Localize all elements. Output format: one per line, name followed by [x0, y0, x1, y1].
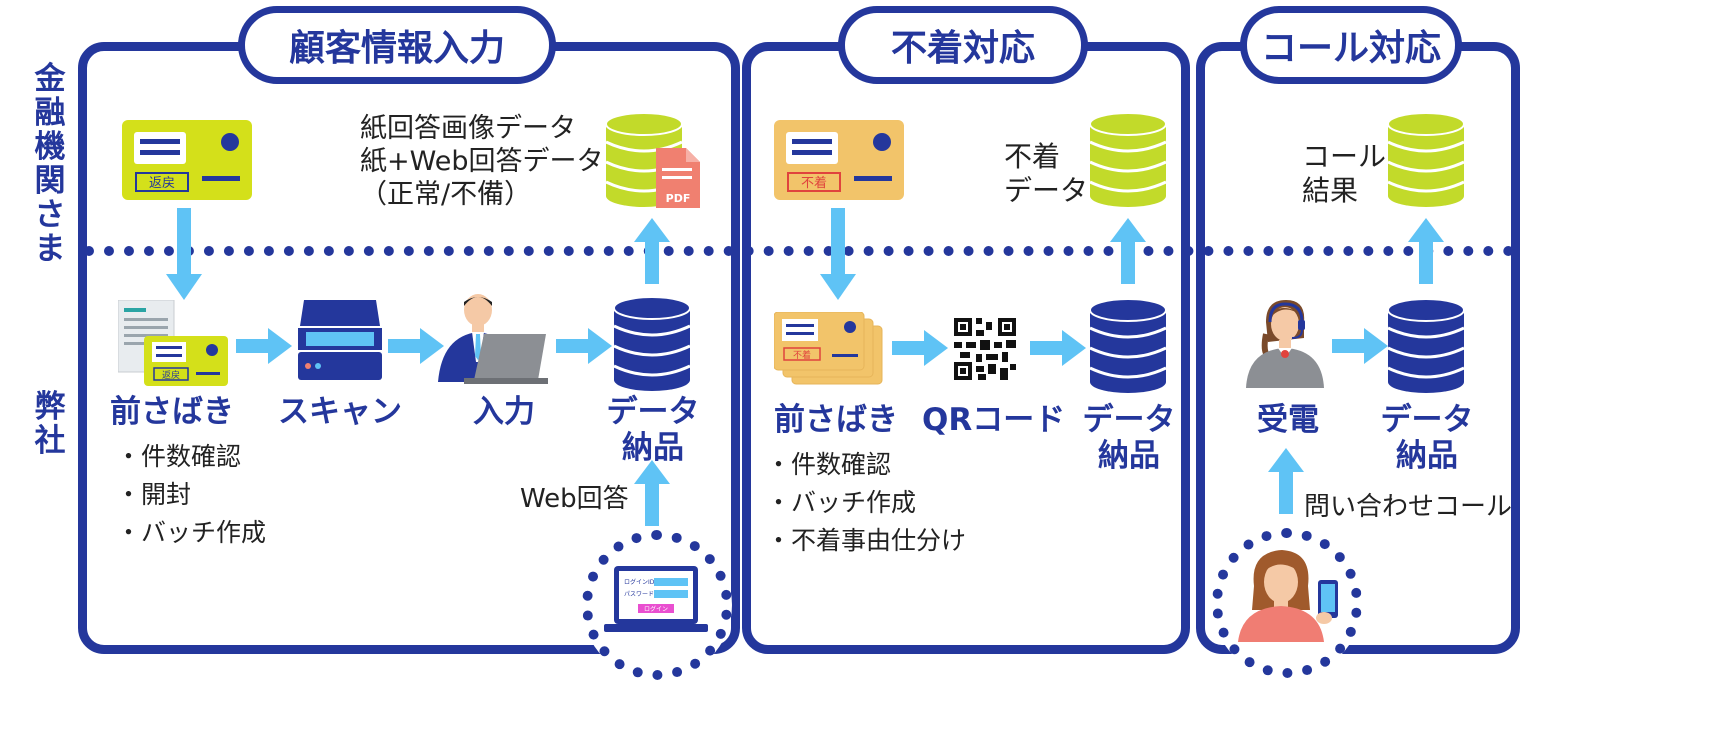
company-side-label: 弊社	[34, 389, 66, 459]
bullet-item: ・件数確認	[766, 450, 892, 479]
deliver-line-2: 納品	[1098, 438, 1160, 474]
call-result-line-2: 結果	[1302, 174, 1359, 207]
operator-icon	[438, 294, 548, 384]
deliver-line-1: データ	[1380, 402, 1474, 438]
deliver-line-2: 納品	[1396, 438, 1458, 474]
not-delivered-line-2: データ	[1004, 174, 1089, 207]
arrow-up	[634, 218, 670, 284]
arrow-up	[1110, 218, 1146, 284]
arrow-right	[236, 328, 292, 364]
not-delivered-line-1: 不着	[1004, 140, 1061, 173]
qr-code-icon	[954, 318, 1016, 380]
deliver-label: データ 納品	[1372, 402, 1482, 474]
arrow-right	[556, 328, 612, 364]
output-data-label: 紙回答画像データ 紙+Web回答データ （正常/不備）	[360, 112, 604, 211]
arrow-down	[820, 208, 856, 300]
database-icon	[1386, 112, 1466, 208]
call-result-label: コール 結果	[1302, 140, 1386, 208]
bullet-item: ・バッチ作成	[766, 488, 917, 517]
presorting-bullet-list: ・件数確認 ・開封 ・バッチ作成	[116, 438, 266, 552]
not-delivered-card-icon: 不着	[774, 120, 904, 200]
arrow-right	[892, 330, 948, 366]
scanner-icon	[298, 300, 382, 380]
arrow-up	[634, 460, 670, 526]
output-line-2: 紙+Web回答データ	[360, 146, 604, 177]
laptop-field1-label: ログインID	[624, 578, 655, 586]
return-stamp-text: 返戻	[149, 176, 175, 191]
database-icon	[1088, 112, 1168, 208]
deliver-line-1: データ	[1082, 402, 1176, 438]
deliver-line-2: 納品	[622, 430, 684, 466]
bullet-item: ・件数確認	[116, 442, 242, 471]
database-icon	[1088, 298, 1168, 394]
output-line-3: （正常/不備）	[360, 179, 532, 210]
not-delivered-stamp-text: 不着	[801, 175, 827, 191]
step-presorting-label: 前さばき	[774, 402, 898, 438]
step-presorting-label: 前さばき	[110, 394, 234, 430]
deliver-label: データ 納品	[598, 394, 708, 466]
client-side-label: 金融機関さま	[34, 61, 66, 267]
arrow-up	[1268, 448, 1304, 514]
call-center-icon	[1246, 300, 1324, 388]
not-delivered-data-label: 不着 データ	[1004, 140, 1088, 208]
stacked-cards-icon: 不着	[774, 312, 883, 385]
output-line-1: 紙回答画像データ	[360, 113, 576, 144]
section-undelivered-title: 不着対応	[838, 6, 1088, 84]
web-answer-label: Web回答	[520, 484, 629, 514]
database-icon	[612, 296, 692, 392]
database-icon: PDF	[604, 112, 700, 209]
section-call-title: コール対応	[1240, 6, 1462, 84]
arrow-up	[1408, 218, 1444, 284]
arrow-right	[1332, 328, 1388, 364]
section-customer-input-title: 顧客情報入力	[238, 6, 556, 84]
database-icon	[1386, 298, 1466, 394]
bullet-item: ・不着事由仕分け	[766, 526, 967, 555]
client-company-divider	[84, 246, 1514, 256]
bullet-item: ・開封	[116, 480, 192, 509]
arrow-down	[166, 208, 202, 300]
return-stamp-text-small: 返戻	[162, 369, 180, 381]
call-result-line-1: コール	[1302, 140, 1387, 173]
return-card-icon: 返戻	[122, 120, 252, 200]
laptop-login-button-text: ログイン	[644, 605, 668, 613]
step-scan-label: スキャン	[278, 394, 402, 430]
step-receive-call-label: 受電	[1257, 402, 1319, 438]
bullet-item: ・バッチ作成	[116, 518, 267, 547]
pdf-tag: PDF	[666, 192, 691, 205]
smartphone-user-icon	[1238, 550, 1338, 642]
inquiry-call-label: 問い合わせコール	[1304, 492, 1513, 522]
documents-icon: 返戻	[118, 300, 228, 386]
presorting-bullet-list: ・件数確認 ・バッチ作成 ・不着事由仕分け	[766, 446, 966, 560]
pdf-icon: PDF	[656, 148, 700, 208]
deliver-line-1: データ	[606, 394, 700, 430]
deliver-label: データ 納品	[1074, 402, 1184, 474]
arrow-right	[1030, 330, 1086, 366]
laptop-icon: ログインID パスワード ログイン	[604, 566, 708, 632]
laptop-field2-label: パスワード	[624, 591, 654, 598]
step-qr-code-label: QRコード	[922, 402, 1066, 438]
step-input-label: 入力	[473, 394, 535, 430]
not-delivered-stamp-text-small: 不着	[793, 349, 811, 361]
